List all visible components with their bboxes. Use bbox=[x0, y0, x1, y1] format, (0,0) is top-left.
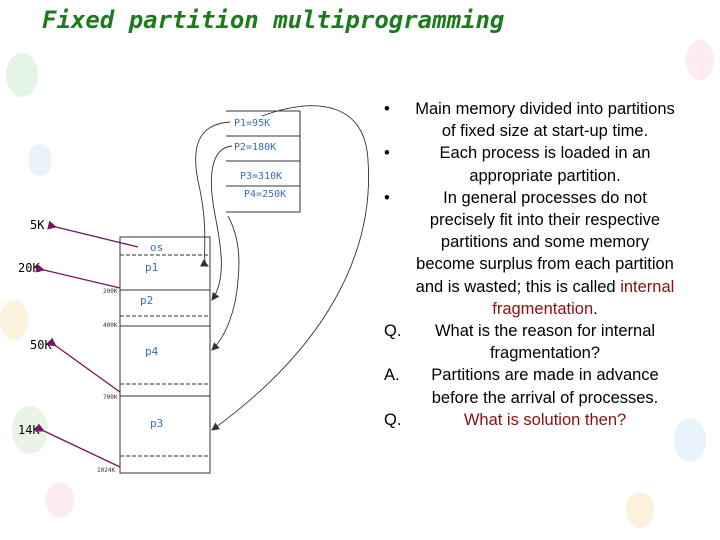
waste-label: 50K bbox=[30, 338, 52, 352]
question-item: Q. What is the reason for internal fragm… bbox=[378, 320, 678, 364]
address-label: 1024K bbox=[97, 467, 115, 474]
partition-p1: p1 bbox=[145, 261, 158, 274]
question-item: Q. What is solution then? bbox=[378, 409, 678, 431]
qa-text: What is the reason for internal fragment… bbox=[434, 322, 656, 363]
queue-item-p4: P4=250K bbox=[244, 189, 286, 200]
placement-arrow bbox=[210, 145, 233, 301]
bullet-item: • In general processes do not precisely … bbox=[378, 187, 678, 320]
qa-text: Partitions are made in advance before th… bbox=[431, 366, 659, 407]
bullet-text: In general processes do not precisely fi… bbox=[415, 188, 675, 318]
bullet-text: Main memory divided into partitions of f… bbox=[415, 100, 675, 141]
fragment-arrow bbox=[34, 423, 121, 468]
qa-marker: A. bbox=[384, 366, 400, 385]
address-label: 400K bbox=[103, 322, 118, 329]
qa-marker: Q. bbox=[384, 322, 402, 341]
qa-highlight: What is solution then? bbox=[463, 410, 627, 429]
partition-p2: p2 bbox=[140, 294, 153, 307]
bullet-list: • Main memory divided into partitions of… bbox=[378, 98, 678, 431]
placement-arrow bbox=[211, 215, 240, 351]
memory-block: os p1 p2 p4 p3 200K 400K 700K 1024K bbox=[97, 236, 211, 474]
waste-label: 14K bbox=[18, 423, 40, 437]
fragment-arrow bbox=[46, 337, 121, 393]
bullet-marker: • bbox=[384, 144, 390, 163]
bullet-item: • Each process is loaded in an appropria… bbox=[378, 142, 678, 186]
partition-p3: p3 bbox=[150, 417, 163, 430]
waste-label: 5K bbox=[30, 218, 45, 232]
qa-marker: Q. bbox=[384, 410, 402, 429]
bullet-text: Each process is loaded in an appropriate… bbox=[439, 144, 651, 185]
address-label: 700K bbox=[103, 394, 118, 401]
bullet-item: • Main memory divided into partitions of… bbox=[378, 98, 678, 142]
queue-item-p2: P2=180K bbox=[234, 142, 276, 153]
placement-arrow bbox=[195, 121, 231, 267]
placement-arrow bbox=[211, 105, 370, 431]
partition-p4: p4 bbox=[145, 345, 159, 358]
queue-item-p3: P3=310K bbox=[240, 171, 282, 182]
queue-item-p1: P1=95K bbox=[234, 118, 270, 129]
slide-title: Fixed partition multiprogramming bbox=[42, 6, 505, 34]
fragment-arrow bbox=[47, 220, 139, 248]
job-queue: P1=95K P2=180K P3=310K P4=250K bbox=[226, 110, 301, 213]
answer-item: A. Partitions are made in advance before… bbox=[378, 364, 678, 408]
fragment-arrow bbox=[35, 263, 121, 289]
bullet-marker: • bbox=[384, 188, 390, 207]
address-label: 200K bbox=[103, 288, 118, 295]
waste-label: 20K bbox=[18, 261, 40, 275]
highlight-term: internal fragmentation bbox=[492, 277, 675, 318]
partition-os: os bbox=[150, 241, 163, 254]
bullet-marker: • bbox=[384, 100, 390, 118]
